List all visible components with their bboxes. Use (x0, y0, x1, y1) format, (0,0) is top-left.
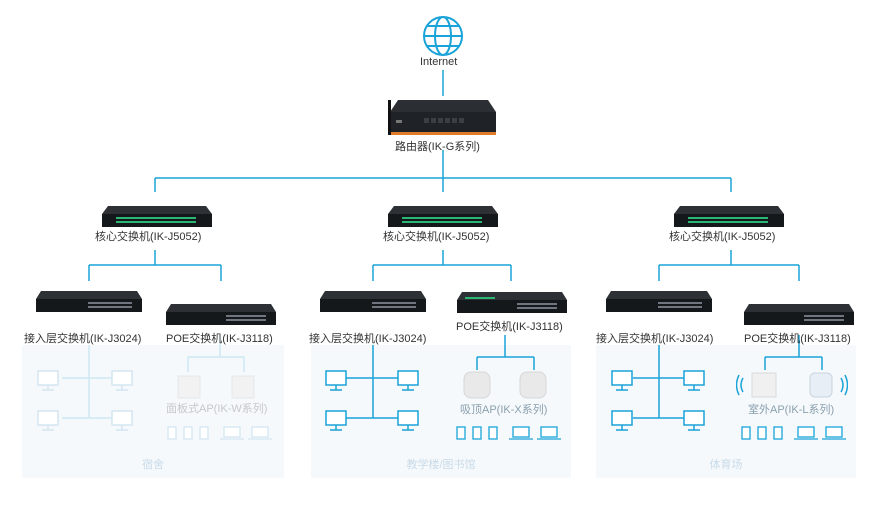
access-switch-label: 接入层交换机(IK-J3024) (596, 333, 714, 345)
core-switch-label: 核心交换机(IK-J5052) (669, 231, 776, 243)
ap-label: 吸顶AP(IK-X系列) (460, 404, 548, 416)
zone-stadium: 体育场 (596, 345, 856, 478)
core-switch-3 (674, 206, 784, 227)
device-icons-group-2 (456, 426, 561, 440)
zone-dormitory: 宿舍 (22, 345, 284, 478)
poe-switch-label: POE交换机(IK-J3118) (166, 333, 273, 345)
device-icons-group-3 (741, 426, 846, 440)
panel-ap-icons (177, 375, 255, 399)
access-switch-1 (36, 291, 142, 312)
globe-icon (423, 16, 463, 56)
access-switch-label: 接入层交换机(IK-J3024) (24, 333, 142, 345)
zone-label: 宿舍 (142, 459, 164, 471)
poe-switch-label: POE交换机(IK-J3118) (456, 321, 563, 333)
access-switch-3 (606, 291, 712, 312)
router-label: 路由器(IK-G系列) (395, 141, 480, 153)
ap-label: 室外AP(IK-L系列) (748, 404, 835, 416)
internet-label: Internet (420, 56, 458, 68)
access-switch-2 (320, 291, 426, 312)
outdoor-ap-icons (736, 372, 848, 398)
router-device (388, 100, 496, 135)
zone-label: 体育场 (709, 459, 743, 471)
core-switch-2 (388, 206, 498, 227)
poe-switch-3 (744, 304, 854, 325)
poe-switch-label: POE交换机(IK-J3118) (744, 333, 851, 345)
core-switch-1 (102, 206, 212, 227)
monitor-icons-group-2 (325, 370, 419, 431)
monitor-icons-group-3 (611, 370, 705, 431)
poe-switch-1 (166, 304, 276, 325)
core-switch-label: 核心交换机(IK-J5052) (383, 231, 490, 243)
zone-teaching-library: 教学楼/图书馆 (311, 345, 571, 478)
device-icons-group-1 (167, 426, 272, 440)
monitor-icons-group-1 (37, 370, 133, 431)
core-switch-label: 核心交换机(IK-J5052) (95, 231, 202, 243)
ap-label: 面板式AP(IK-W系列) (166, 403, 268, 415)
access-switch-label: 接入层交换机(IK-J3024) (309, 333, 427, 345)
zone-label: 教学楼/图书馆 (406, 459, 476, 471)
ceiling-ap-icons (463, 371, 547, 399)
poe-switch-2 (457, 292, 567, 313)
